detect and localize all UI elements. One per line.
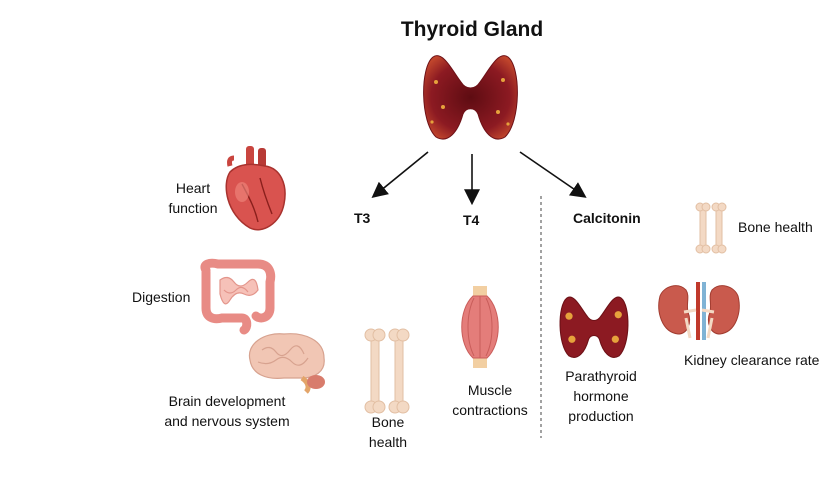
hormone-calcitonin: Calcitonin — [573, 210, 641, 226]
brain-icon — [248, 333, 325, 394]
parathyroid-label-line1: Parathyroid — [565, 368, 637, 384]
bone-icon-calcitonin — [695, 202, 727, 254]
brain-label-line1: Brain development — [168, 393, 286, 409]
parathyroid-label-line3: production — [568, 408, 634, 424]
bone-health-calcitonin-label: Bone health — [738, 219, 813, 235]
bone-t3-line2: health — [368, 434, 408, 450]
heart-label-line1: Heart — [175, 180, 211, 196]
parathyroid-label-line2: hormone — [573, 388, 629, 404]
heart-label-line2: function — [168, 200, 218, 216]
muscle-label-line2: contractions — [452, 402, 528, 418]
heart-function-label: Heart function — [158, 178, 228, 218]
arrow-to-calcitonin — [519, 151, 587, 198]
muscle-label-line1: Muscle — [467, 382, 513, 398]
bone-t3-line1: Bone — [371, 414, 405, 430]
bone-icon-t3 — [364, 328, 410, 414]
kidney-icon — [658, 282, 740, 340]
thyroid-gland-icon — [423, 55, 518, 140]
arrow-to-t3 — [371, 151, 429, 199]
hormone-t3: T3 — [354, 210, 371, 226]
muscle-label: Muscle contractions — [440, 380, 540, 420]
bone-health-t3-label: Bone health — [358, 412, 418, 452]
intestine-icon — [200, 258, 276, 335]
parathyroid-label: Parathyroid hormone production — [556, 366, 646, 426]
heart-icon — [225, 146, 286, 231]
parathyroid-icon — [559, 296, 629, 358]
kidney-clearance-label: Kidney clearance rate — [684, 352, 820, 368]
diagram-title: Thyroid Gland — [400, 18, 544, 41]
brain-label: Brain development and nervous system — [150, 391, 304, 431]
muscle-icon — [461, 286, 499, 368]
hormone-t4: T4 — [463, 212, 480, 228]
digestion-label: Digestion — [132, 289, 191, 305]
brain-label-line2: and nervous system — [164, 413, 290, 429]
